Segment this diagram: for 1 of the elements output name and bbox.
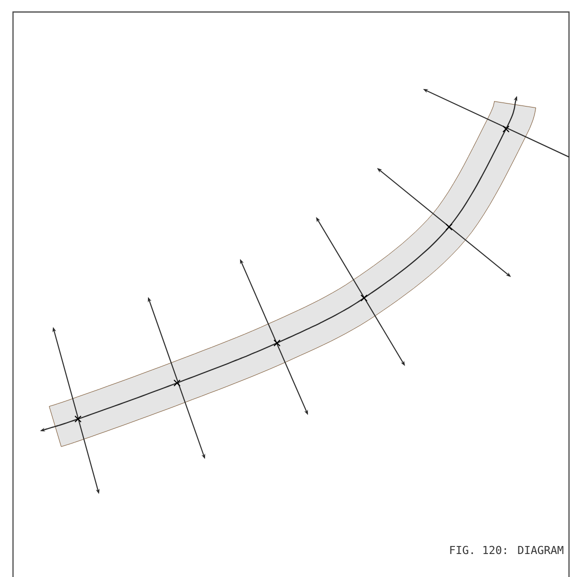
caption: FIG. 120: DIAGRAM	[450, 546, 564, 554]
